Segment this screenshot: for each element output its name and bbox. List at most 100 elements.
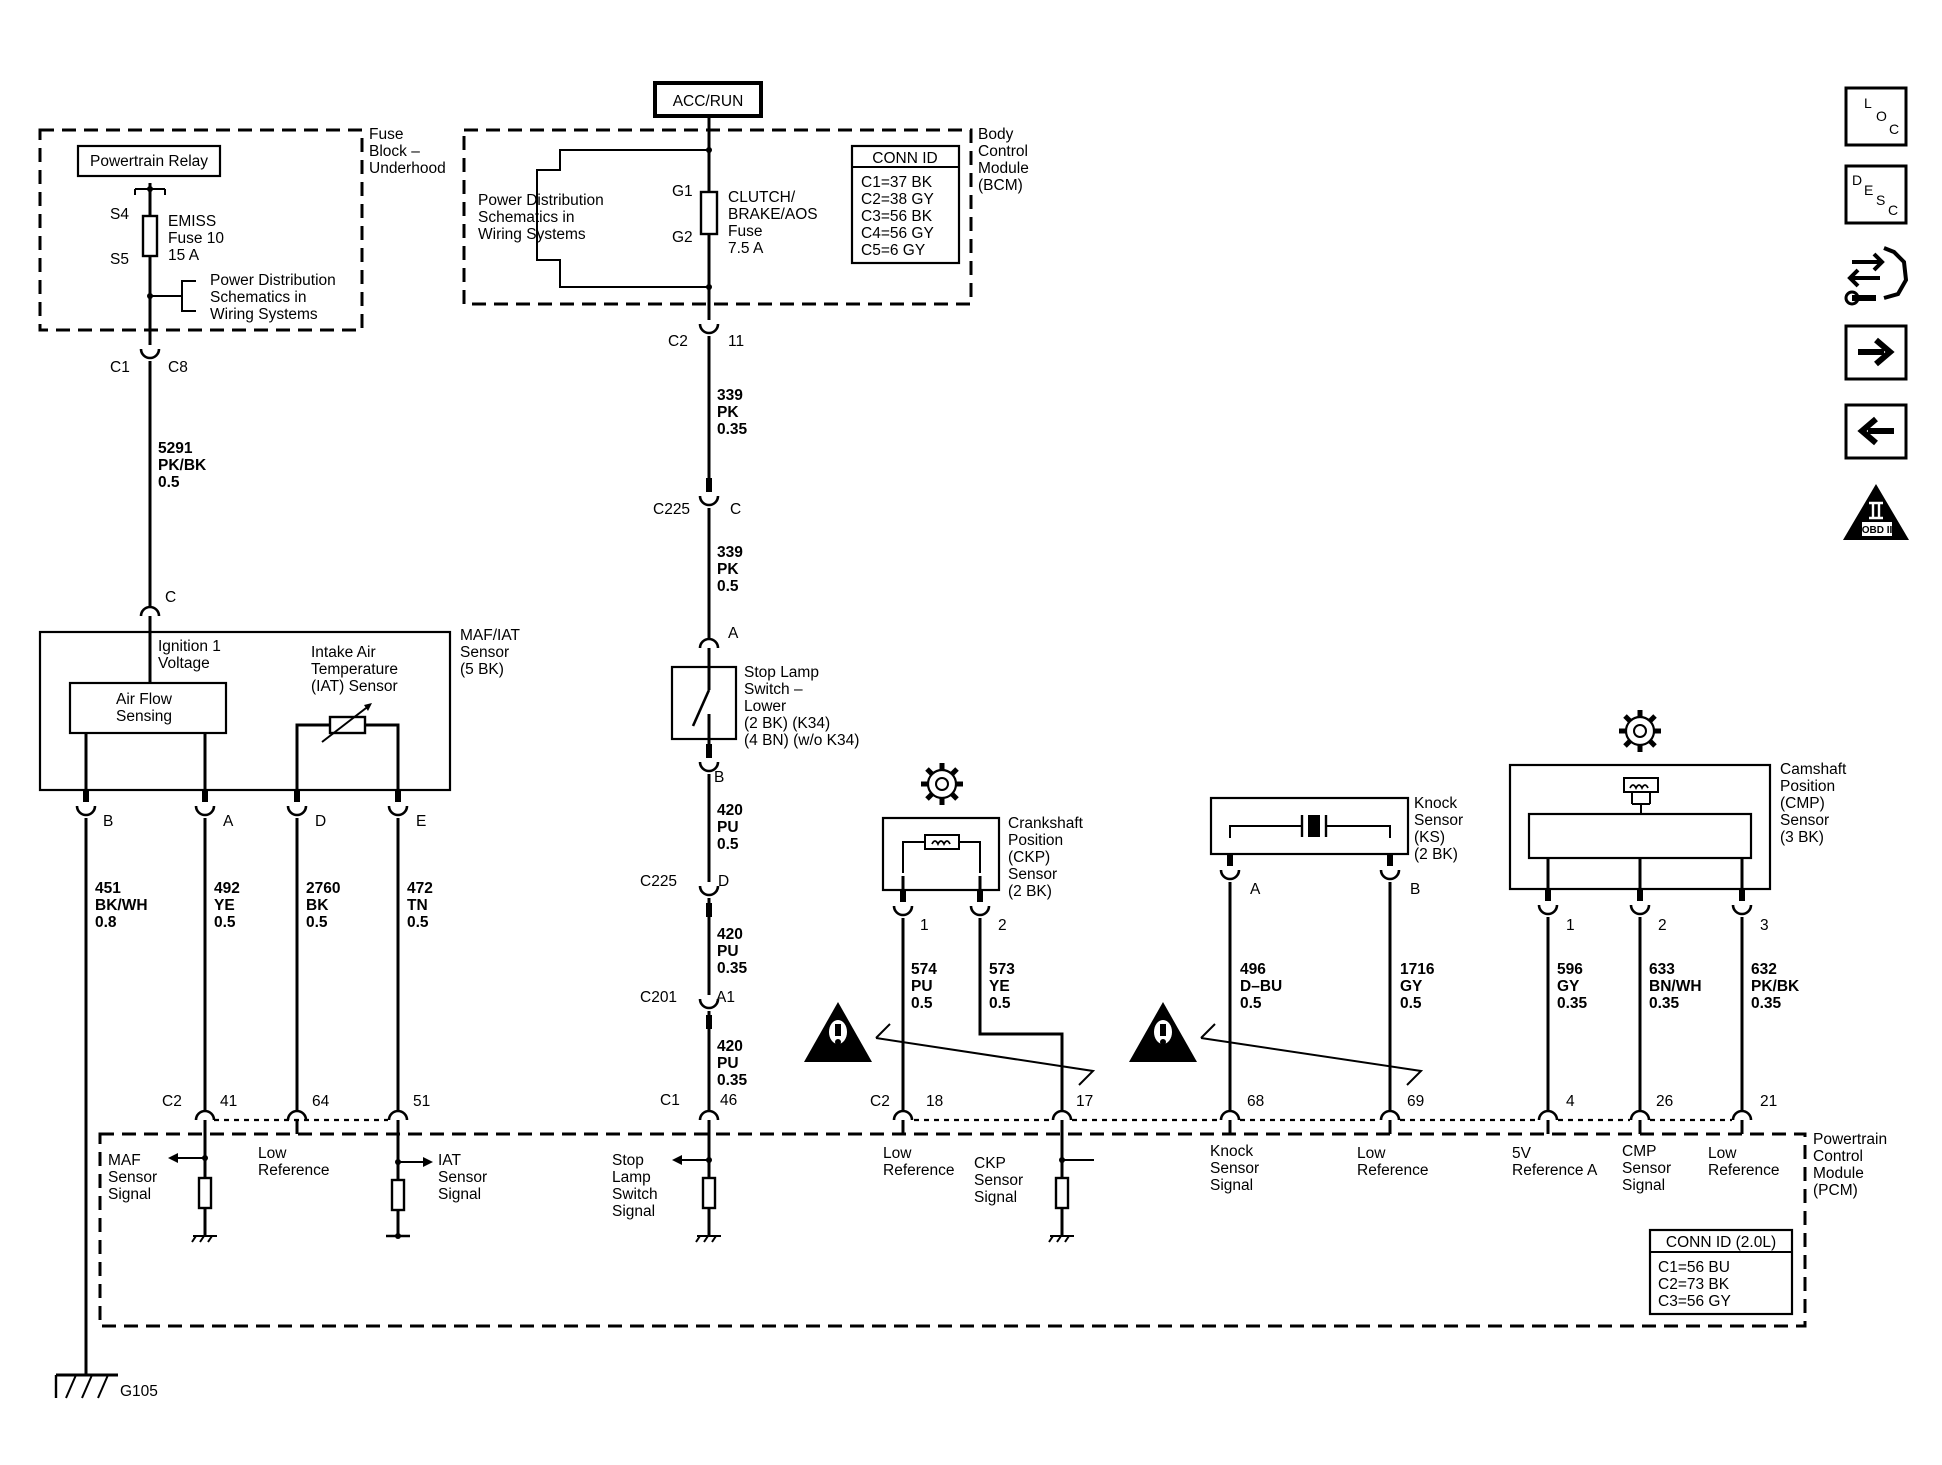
- svg-text:D: D: [1852, 172, 1862, 188]
- svg-text:BK: BK: [306, 897, 329, 914]
- svg-text:C225: C225: [640, 873, 677, 890]
- svg-text:339: 339: [717, 387, 743, 404]
- svg-text:C2=38 GY: C2=38 GY: [861, 191, 934, 208]
- svg-text:Knock: Knock: [1210, 1143, 1253, 1160]
- previous-page-button[interactable]: [1844, 403, 1908, 460]
- svg-text:Fuse 10: Fuse 10: [168, 230, 224, 247]
- svg-text:17: 17: [1076, 1093, 1093, 1110]
- next-page-button[interactable]: [1844, 324, 1908, 381]
- svg-text:(CKP): (CKP): [1008, 849, 1050, 866]
- description-button[interactable]: D E S C: [1844, 164, 1908, 225]
- svg-text:(BCM): (BCM): [978, 177, 1023, 194]
- svg-text:L: L: [1864, 95, 1872, 111]
- svg-text:18: 18: [926, 1093, 943, 1110]
- obd-ii-icon[interactable]: OBD II: [1843, 484, 1909, 540]
- svg-text:C4=56 GY: C4=56 GY: [861, 225, 934, 242]
- fuse-block-underhood: Fuse Block – Underhood Powertrain Relay …: [38, 126, 446, 376]
- svg-text:S5: S5: [110, 251, 129, 268]
- svg-text:26: 26: [1656, 1093, 1673, 1110]
- svg-text:0.35: 0.35: [1557, 995, 1588, 1012]
- svg-text:Ignition 1: Ignition 1: [158, 638, 221, 655]
- svg-text:C: C: [1889, 121, 1899, 137]
- svg-text:46: 46: [720, 1092, 737, 1109]
- ks-caution-icon: [1129, 1002, 1197, 1062]
- svg-text:A: A: [1250, 881, 1261, 898]
- svg-text:PU: PU: [717, 819, 739, 836]
- location-button[interactable]: L O C: [1844, 86, 1908, 147]
- svg-text:Underhood: Underhood: [369, 160, 446, 177]
- svg-text:D–BU: D–BU: [1240, 978, 1282, 995]
- svg-text:PK: PK: [717, 561, 739, 578]
- svg-text:CONN ID: CONN ID: [872, 150, 937, 167]
- svg-text:472: 472: [407, 880, 433, 897]
- svg-text:11: 11: [728, 333, 744, 350]
- emiss-fuse: [141, 214, 159, 258]
- svg-text:C: C: [1888, 202, 1898, 218]
- wire-5291: 5291 PK/BK 0.5 C: [139, 361, 207, 618]
- maf-iat-sensor: MAF/IAT Sensor (5 BK) Ignition 1 Voltage…: [38, 616, 521, 830]
- svg-text:Wiring Systems: Wiring Systems: [478, 226, 586, 243]
- svg-text:4: 4: [1566, 1093, 1575, 1110]
- svg-text:Lower: Lower: [744, 698, 786, 715]
- svg-text:Power Distribution: Power Distribution: [210, 272, 336, 289]
- svg-text:PU: PU: [717, 1055, 739, 1072]
- svg-text:Stop Lamp: Stop Lamp: [744, 664, 819, 681]
- svg-text:21: 21: [1760, 1093, 1777, 1110]
- svg-text:69: 69: [1407, 1093, 1424, 1110]
- svg-text:C8: C8: [168, 359, 188, 376]
- svg-text:0.5: 0.5: [717, 578, 739, 595]
- svg-text:Knock: Knock: [1414, 795, 1457, 812]
- svg-text:Block –: Block –: [369, 143, 420, 160]
- svg-text:CMP: CMP: [1622, 1143, 1656, 1160]
- svg-text:Air Flow: Air Flow: [116, 691, 173, 708]
- svg-text:1: 1: [920, 917, 929, 934]
- svg-text:0.5: 0.5: [1400, 995, 1422, 1012]
- svg-text:0.5: 0.5: [306, 914, 328, 931]
- svg-text:C1: C1: [110, 359, 130, 376]
- svg-text:2: 2: [1658, 917, 1667, 934]
- stop-lamp-circuit: C2 11 339 PK 0.35 C225 C 339 PK 0.5 A St…: [640, 116, 859, 1122]
- svg-text:GY: GY: [1557, 978, 1580, 995]
- clutch-brake-fuse: [699, 190, 719, 236]
- iat-thermistor: [328, 715, 367, 735]
- svg-text:420: 420: [717, 926, 743, 943]
- svg-text:68: 68: [1247, 1093, 1264, 1110]
- knock-sensor: Knock Sensor (KS) (2 BK) A B 496 D–BU 0.…: [1129, 795, 1540, 1122]
- svg-text:Signal: Signal: [612, 1203, 655, 1220]
- svg-text:(IAT) Sensor: (IAT) Sensor: [311, 678, 398, 695]
- svg-text:Control: Control: [978, 143, 1028, 160]
- svg-text:(2 BK): (2 BK): [1008, 883, 1052, 900]
- svg-text:D: D: [315, 813, 326, 830]
- fuse-label: CLUTCH/: [728, 189, 796, 206]
- svg-text:CKP: CKP: [974, 1155, 1006, 1172]
- svg-text:(CMP): (CMP): [1780, 795, 1825, 812]
- svg-text:Reference A: Reference A: [1512, 1162, 1598, 1179]
- svg-text:C1: C1: [660, 1092, 680, 1109]
- svg-text:596: 596: [1557, 961, 1583, 978]
- svg-text:Low: Low: [1708, 1145, 1737, 1162]
- svg-text:0.5: 0.5: [717, 836, 739, 853]
- svg-text:Schematics in: Schematics in: [210, 289, 306, 306]
- svg-text:Signal: Signal: [1210, 1177, 1253, 1194]
- svg-text:0.35: 0.35: [717, 960, 748, 977]
- svg-text:A1: A1: [716, 989, 735, 1006]
- svg-text:PK: PK: [717, 404, 739, 421]
- svg-text:(4 BN) (w/o K34): (4 BN) (w/o K34): [744, 732, 859, 749]
- svg-text:B: B: [103, 813, 113, 830]
- svg-text:Camshaft: Camshaft: [1780, 761, 1847, 778]
- pcm-module: Powertrain Control Module (PCM) MAF Sens…: [98, 1120, 1887, 1328]
- svg-text:0.8: 0.8: [95, 914, 117, 931]
- svg-text:Position: Position: [1780, 778, 1835, 795]
- svg-text:Sensing: Sensing: [116, 708, 172, 725]
- diagnostic-tools-icon[interactable]: [1844, 246, 1909, 306]
- svg-text:Lamp: Lamp: [612, 1169, 651, 1186]
- svg-text:Reference: Reference: [1708, 1162, 1780, 1179]
- svg-text:C1=56 BU: C1=56 BU: [1658, 1259, 1730, 1276]
- svg-text:5V: 5V: [1512, 1145, 1532, 1162]
- svg-text:PK/BK: PK/BK: [1751, 978, 1800, 995]
- svg-text:O: O: [1876, 108, 1887, 124]
- svg-text:Crankshaft: Crankshaft: [1008, 815, 1084, 832]
- svg-text:MAF/IAT: MAF/IAT: [460, 627, 521, 644]
- engine-gear-icon: [1619, 710, 1661, 752]
